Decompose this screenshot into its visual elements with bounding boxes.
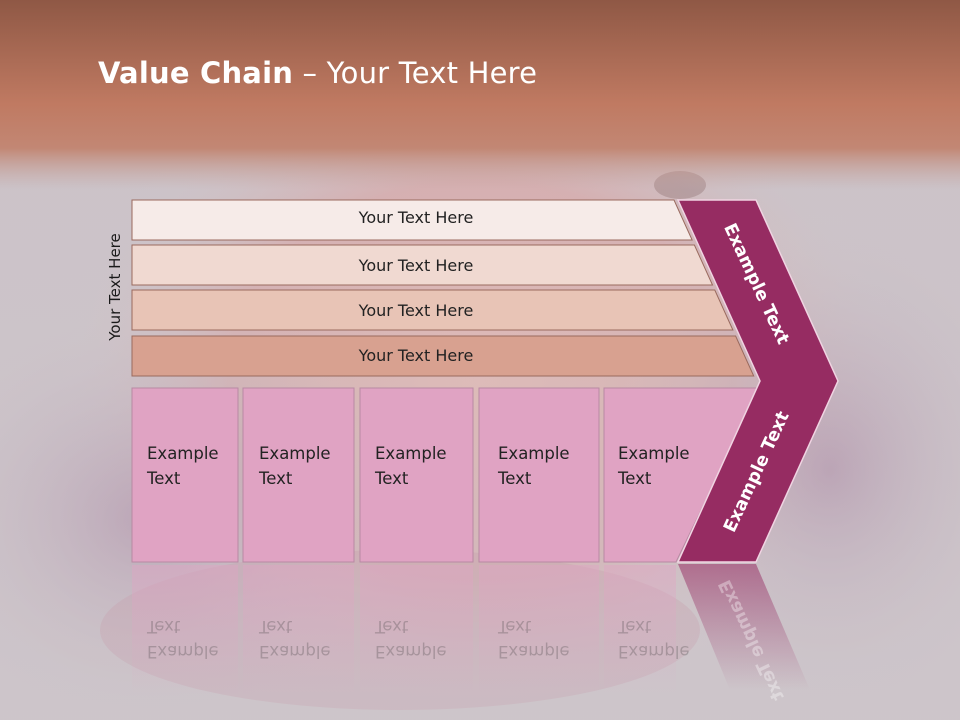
- column-box-reflection-5: [604, 565, 676, 695]
- row-label-1: Your Text Here: [358, 208, 474, 227]
- row-band-4: [131, 335, 755, 377]
- column-box-3: [359, 387, 474, 563]
- row-band-1: [131, 199, 693, 241]
- column-box-reflection-3: [360, 565, 473, 695]
- column-box-4: [478, 387, 600, 563]
- row-label-2: Your Text Here: [358, 256, 474, 275]
- column-box-5: [603, 387, 761, 563]
- column-box-2: [242, 387, 355, 563]
- column-box-reflection-4: [479, 565, 599, 695]
- column-box-1: [131, 387, 239, 563]
- row-label-3: Your Text Here: [358, 301, 474, 320]
- chevron-reflection: [678, 564, 810, 690]
- side-label-text: Your Text Here: [106, 233, 124, 341]
- title-rest: – Your Text Here: [293, 56, 538, 90]
- row-band-2: [131, 244, 714, 286]
- row-band-3: [131, 289, 734, 331]
- row-label-4: Your Text Here: [358, 346, 474, 365]
- column-box-reflection-1: [132, 565, 238, 695]
- slide-title: Value Chain – Your Text Here: [98, 56, 537, 90]
- chevron-shape: [676, 199, 839, 563]
- title-bold: Value Chain: [98, 56, 294, 90]
- column-box-reflection-2: [243, 565, 354, 695]
